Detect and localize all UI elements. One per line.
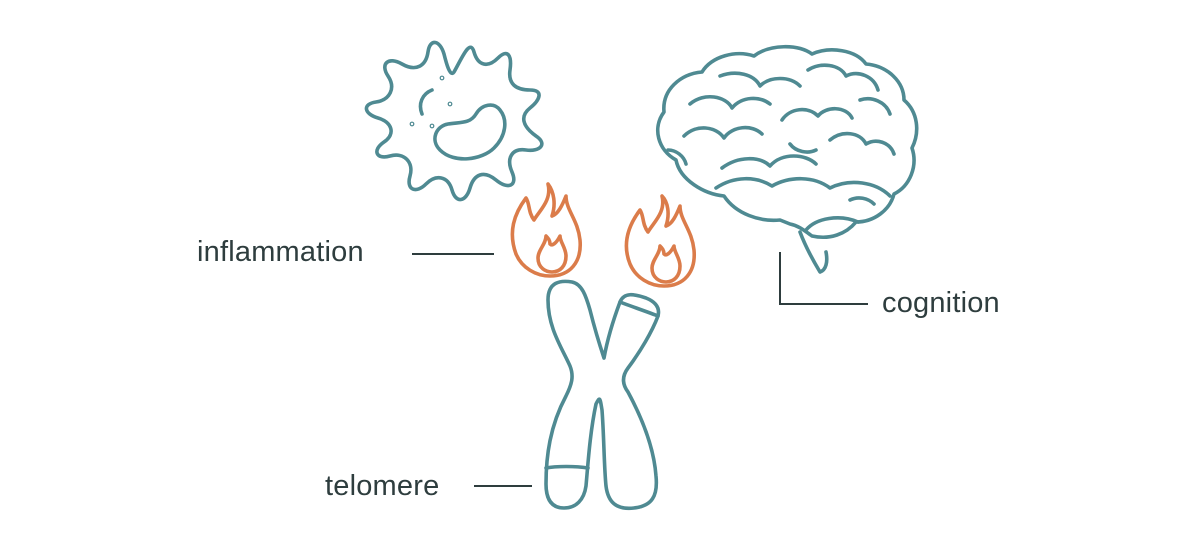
chromosome-outline xyxy=(544,279,661,511)
inflammation-label: inflammation xyxy=(197,236,364,268)
immune-cell-icon xyxy=(364,40,544,202)
brain-fold xyxy=(720,154,818,170)
cell-granule xyxy=(429,123,435,129)
right-flame-outer xyxy=(624,194,696,288)
brain-icon xyxy=(655,44,919,274)
brain-fold xyxy=(848,196,876,206)
brain-fold xyxy=(714,176,892,198)
brain-fold xyxy=(718,71,802,88)
left-flame-inner xyxy=(536,234,568,274)
flame-icon xyxy=(510,182,696,288)
right-flame-inner xyxy=(650,244,682,284)
brain-fold xyxy=(666,148,688,166)
cell-membrane xyxy=(364,40,544,202)
cerebellum xyxy=(804,216,860,232)
telomere-band xyxy=(544,464,590,470)
brain-fold xyxy=(858,97,892,116)
brain-fold xyxy=(780,106,854,122)
cell-granule xyxy=(447,101,453,107)
chromosome-icon xyxy=(544,279,661,511)
cell-granule xyxy=(439,75,445,81)
brain-stem xyxy=(798,230,829,274)
brain-fold xyxy=(806,63,880,92)
cell-granule-arc xyxy=(418,88,434,116)
cell-nucleus xyxy=(433,103,507,161)
telomere-label: telomere xyxy=(325,470,440,502)
cell-granule xyxy=(409,121,415,127)
brain-fold xyxy=(828,131,896,156)
cognition-leader-line xyxy=(779,252,868,305)
brain-fold xyxy=(682,125,764,140)
left-flame-outer xyxy=(510,182,582,278)
leader-lines xyxy=(412,252,868,487)
chromosome-end-cap xyxy=(618,300,660,318)
cognition-label: cognition xyxy=(882,287,1000,319)
brain-fold xyxy=(788,142,818,154)
brain-fold xyxy=(688,95,772,110)
